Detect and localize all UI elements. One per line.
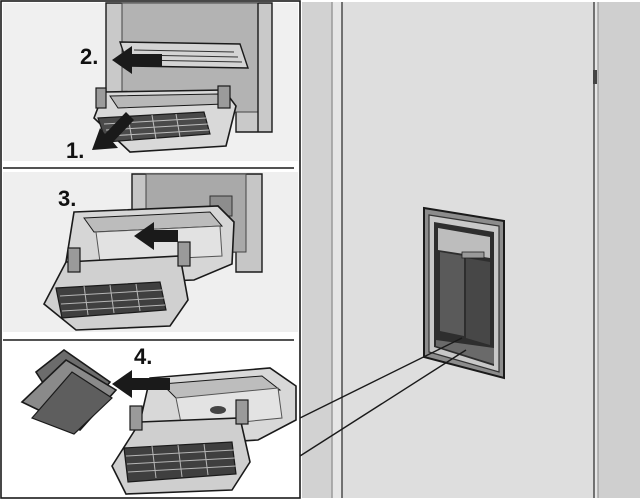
step-4-label: 4. xyxy=(134,344,152,369)
dispenser-recess xyxy=(424,208,504,378)
step-2-label: 2. xyxy=(80,44,98,69)
step-3-label: 3. xyxy=(58,186,76,211)
panel-steps-1-2: 2. 1. xyxy=(3,3,298,163)
fridge-door-illustration xyxy=(302,2,640,498)
step-1-label: 1. xyxy=(66,138,84,163)
panel-step-3: 3. xyxy=(3,172,298,332)
panel-step-4: 4. xyxy=(3,344,298,496)
